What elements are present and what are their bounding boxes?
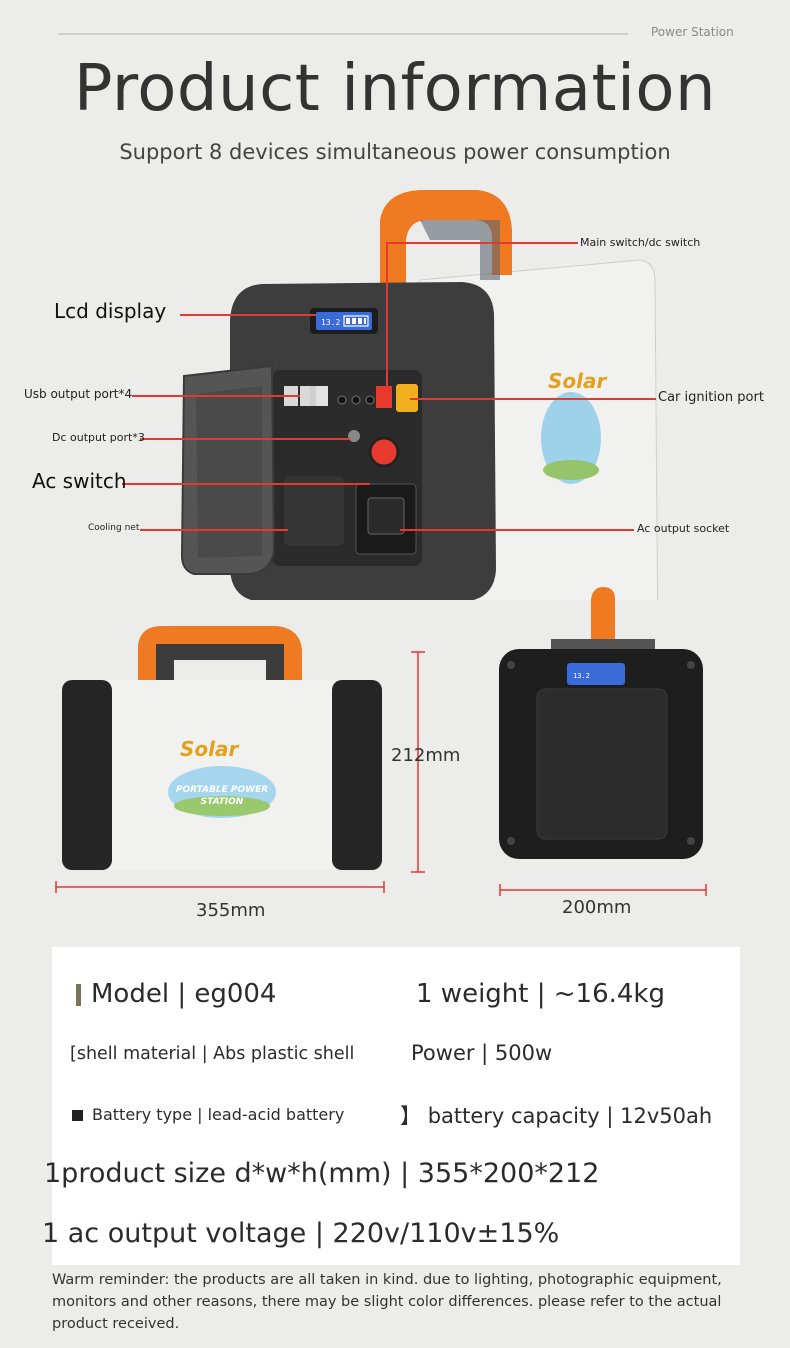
aux-jack bbox=[348, 430, 360, 442]
door-inner bbox=[196, 386, 262, 558]
callout-line-usb bbox=[132, 395, 300, 397]
side-end-left bbox=[62, 680, 112, 870]
side-view-badge-line2: STATION bbox=[201, 797, 244, 807]
spec-square-marker bbox=[72, 1110, 83, 1121]
header-brand: Power Station bbox=[651, 25, 734, 39]
ac-switch-button bbox=[368, 436, 400, 468]
dc-port-1 bbox=[337, 395, 347, 405]
specs-panel: Model | eg004 1 weight | ~16.4kg [shell … bbox=[42, 947, 740, 1265]
lcd-battery-icon bbox=[343, 315, 369, 327]
usb-port-4 bbox=[316, 386, 328, 406]
callout-line-ac-socket bbox=[400, 529, 634, 531]
warm-reminder: Warm reminder: the products are all take… bbox=[52, 1272, 722, 1332]
spec-ac-voltage: 1 ac output voltage | 220v/110v±15% bbox=[42, 1218, 560, 1249]
handle-orange bbox=[380, 190, 512, 290]
depth-dimension-marker bbox=[499, 884, 707, 896]
page-title: Product information bbox=[73, 52, 717, 126]
spec-model: Model | eg004 bbox=[76, 979, 276, 1009]
back-lcd-value: 13.2 bbox=[573, 672, 590, 680]
car-ignition-port bbox=[396, 384, 418, 412]
spec-marker bbox=[76, 983, 81, 1006]
side-handle bbox=[138, 626, 302, 680]
back-lcd bbox=[567, 663, 625, 685]
back-screw-3 bbox=[507, 837, 515, 845]
lcd-value: 13.2 bbox=[321, 318, 340, 327]
side-end-right bbox=[332, 680, 382, 870]
callout-cooling-net: Cooling net bbox=[88, 523, 140, 533]
spec-product-size: 1product size d*w*h(mm) | 355*200*212 bbox=[44, 1158, 600, 1189]
ac-socket-face bbox=[367, 497, 405, 535]
main-product-illustration: 13.2 Solar bbox=[180, 190, 659, 600]
side-badge-grass bbox=[543, 460, 599, 480]
side-logo: Solar bbox=[548, 369, 607, 393]
callout-ac-socket: Ac output socket bbox=[637, 522, 730, 535]
lcd-bar-2 bbox=[352, 318, 356, 324]
callout-ac-switch: Ac switch bbox=[32, 469, 127, 493]
dc-port-3 bbox=[365, 395, 375, 405]
callout-main-switch: Main switch/dc switch bbox=[580, 236, 701, 249]
spec-model-text: Model | eg004 bbox=[91, 979, 277, 1009]
side-handle-inner bbox=[156, 644, 284, 680]
back-handle bbox=[591, 587, 615, 655]
spec-battery-type-text: Battery type | lead-acid battery bbox=[92, 1105, 345, 1124]
callout-line-cooling bbox=[140, 529, 288, 531]
lcd-bar-4 bbox=[364, 318, 366, 324]
callout-lcd-display: Lcd display bbox=[54, 299, 167, 323]
width-dimension-marker bbox=[55, 881, 385, 893]
dc-port-2 bbox=[351, 395, 361, 405]
spec-battery-capacity: 】 battery capacity | 12v50ah bbox=[400, 1100, 712, 1130]
depth-dimension-label: 200mm bbox=[562, 897, 632, 918]
width-dimension-label: 355mm bbox=[196, 900, 266, 921]
handle-inner bbox=[420, 220, 500, 280]
callout-line-main-switch bbox=[386, 242, 578, 244]
back-screw-4 bbox=[687, 837, 695, 845]
header-divider bbox=[58, 33, 628, 35]
side-view-logo: Solar bbox=[180, 737, 239, 761]
side-view-badge-grass bbox=[174, 796, 270, 816]
spec-capacity-text: battery capacity | 12v50ah bbox=[427, 1104, 713, 1128]
callout-usb-output: Usb output port*4 bbox=[24, 387, 133, 401]
back-screw-1 bbox=[507, 661, 515, 669]
spec-power: Power | 500w bbox=[411, 1041, 553, 1065]
lcd-bar-1 bbox=[346, 318, 350, 324]
spec-battery-type: Battery type | lead-acid battery bbox=[72, 1105, 344, 1124]
page-subtitle: Support 8 devices simultaneous power con… bbox=[119, 140, 671, 164]
main-switch bbox=[376, 386, 392, 408]
side-badge bbox=[541, 392, 601, 484]
side-view-illustration: Solar PORTABLE POWER STATION bbox=[62, 626, 382, 870]
spec-weight: 1 weight | ~16.4kg bbox=[416, 979, 665, 1009]
callout-line-ac-switch bbox=[122, 483, 370, 485]
back-screw-2 bbox=[687, 661, 695, 669]
lcd-bar-3 bbox=[358, 318, 362, 324]
callout-car-ignition: Car ignition port bbox=[658, 390, 764, 405]
callout-vline-main-switch bbox=[386, 242, 388, 390]
callout-line-car bbox=[410, 398, 656, 400]
height-dimension-label: 212mm bbox=[391, 745, 461, 766]
callout-line-dc bbox=[140, 438, 350, 440]
back-panel bbox=[536, 688, 668, 840]
callout-line-lcd bbox=[180, 314, 316, 316]
back-view-illustration: 13.2 bbox=[499, 587, 703, 859]
spec-capacity-prefix: 】 bbox=[400, 1104, 421, 1128]
spec-shell: [shell material | Abs plastic shell bbox=[70, 1044, 355, 1064]
cooling-grille bbox=[284, 476, 344, 546]
side-view-badge-line1: PORTABLE POWER bbox=[176, 785, 268, 795]
callout-dc-output: Dc output port*3 bbox=[52, 431, 145, 444]
height-dimension-marker bbox=[411, 651, 425, 873]
